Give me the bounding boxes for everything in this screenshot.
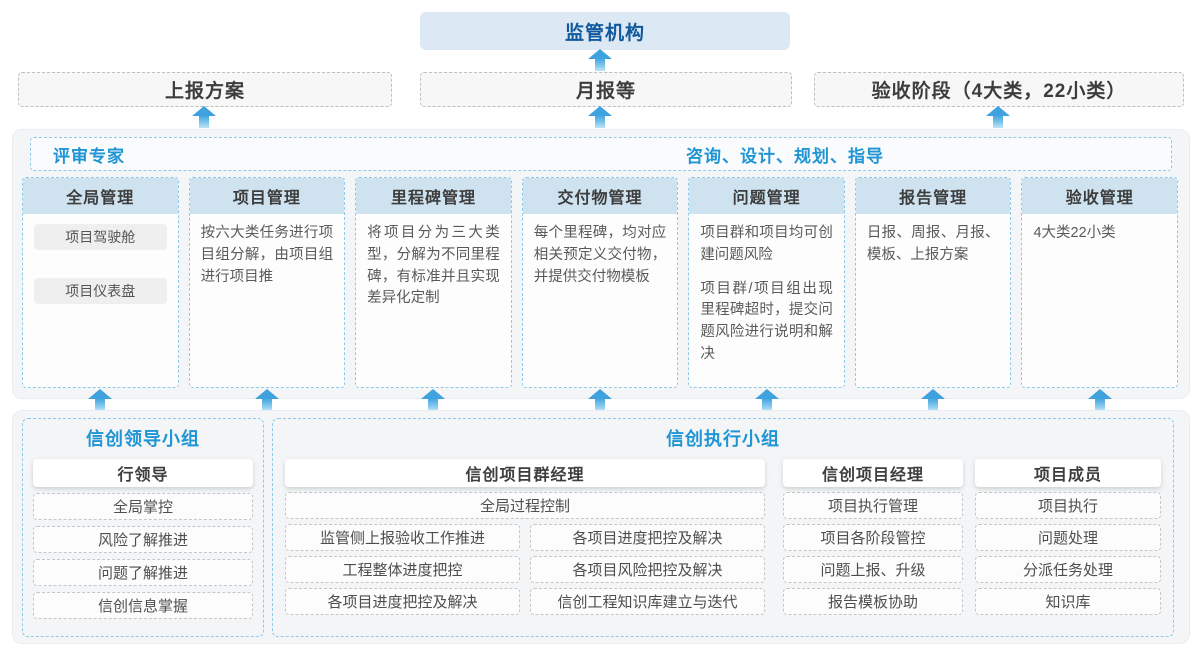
- column-header: 报告管理: [855, 178, 1011, 214]
- column-acceptance-management: 验收管理 4大类22小类: [1021, 177, 1179, 388]
- consulting-title: 咨询、设计、规划、指导: [686, 146, 884, 166]
- role-bank-leadership: 行领导: [33, 459, 253, 487]
- duty-item: 信创信息掌握: [33, 592, 253, 619]
- column-header: 全局管理: [23, 178, 178, 214]
- up-arrow-icon: [88, 389, 112, 411]
- duty-item: 各项目风险把控及解决: [530, 556, 765, 583]
- exec-group-title: 信创执行小组: [666, 429, 780, 449]
- column-global-management: 全局管理 项目驾驶舱 项目仪表盘: [22, 177, 179, 388]
- duty-item: 报告模板协助: [783, 588, 963, 615]
- duty-item: 各项目进度把控及解决: [530, 524, 765, 551]
- duty-item: 知识库: [975, 588, 1161, 615]
- up-arrow-icon: [588, 106, 612, 128]
- leader-group-title: 信创领导小组: [86, 429, 200, 449]
- column-report-management: 报告管理 日报、周报、月报、模板、上报方案: [854, 177, 1012, 388]
- up-arrow-icon: [588, 49, 612, 71]
- duty-item: 各项目进度把控及解决: [285, 588, 520, 615]
- up-arrow-icon: [921, 389, 945, 411]
- up-arrow-icon: [755, 389, 779, 411]
- duty-item: 项目执行管理: [783, 492, 963, 519]
- column-header: 问题管理: [689, 178, 844, 214]
- channel-report-plan: 上报方案: [18, 72, 392, 107]
- column-project-management: 项目管理 按六大类任务进行项目组分解，由项目组进行项目推: [188, 177, 346, 388]
- channel-label: 月报等: [575, 81, 636, 102]
- up-arrow-icon: [588, 389, 612, 411]
- column-deliverable-management: 交付物管理 每个里程碑，均对应相关预定义交付物，并提供交付物模板: [521, 177, 679, 388]
- duty-item: 全局掌控: [33, 493, 253, 520]
- column-header: 项目管理: [189, 178, 345, 214]
- column-text: 项目群/项目组出现里程碑超时，提交问题风险进行说明和解决: [700, 280, 833, 362]
- column-text: 将项目分为三大类型，分解为不同里程碑，有标准并且实现差异化定制: [367, 225, 500, 307]
- duty-item: 全局过程控制: [285, 492, 765, 519]
- duty-item: 工程整体进度把控: [285, 556, 520, 583]
- column-header: 里程碑管理: [356, 178, 511, 214]
- up-arrow-icon: [421, 389, 445, 411]
- channel-monthly-report: 月报等: [420, 72, 792, 107]
- duty-item: 问题了解推进: [33, 559, 253, 586]
- duty-item: 问题上报、升级: [783, 556, 963, 583]
- channel-label: 上报方案: [164, 81, 245, 102]
- chip-project-cockpit: 项目驾驶舱: [34, 224, 167, 250]
- duty-item: 问题处理: [975, 524, 1161, 551]
- column-header: 验收管理: [1022, 178, 1178, 214]
- regulator-label: 监管机构: [564, 22, 645, 44]
- up-arrow-icon: [192, 106, 216, 128]
- up-arrow-icon: [986, 106, 1010, 128]
- column-text: 每个里程碑，均对应相关预定义交付物，并提供交付物模板: [533, 225, 667, 285]
- leader-group-box: 信创领导小组 行领导 全局掌控 风险了解推进 问题了解推进 信创信息掌握: [22, 418, 264, 637]
- channel-label: 验收阶段（4大类，22小类）: [871, 81, 1127, 102]
- up-arrow-icon: [255, 389, 279, 411]
- exec-group-box: 信创执行小组 信创项目群经理 全局过程控制 监管侧上报验收工作推进 各项目进度把…: [272, 418, 1174, 637]
- column-milestone-management: 里程碑管理 将项目分为三大类型，分解为不同里程碑，有标准并且实现差异化定制: [355, 177, 512, 388]
- chip-project-dashboard: 项目仪表盘: [34, 278, 167, 304]
- duty-item: 项目各阶段管控: [783, 524, 963, 551]
- column-issue-management: 问题管理 项目群和项目均可创建问题风险 项目群/项目组出现里程碑超时，提交问题风…: [688, 177, 845, 388]
- duty-item: 风险了解推进: [33, 526, 253, 553]
- duty-item: 监管侧上报验收工作推进: [285, 524, 520, 551]
- regulator-box: 监管机构: [420, 12, 790, 50]
- program-manager-column: 信创项目群经理 全局过程控制 监管侧上报验收工作推进 各项目进度把控及解决 工程…: [285, 459, 765, 615]
- column-header: 交付物管理: [522, 178, 678, 214]
- channel-acceptance-stage: 验收阶段（4大类，22小类）: [814, 72, 1184, 107]
- duty-item: 信创工程知识库建立与迭代: [530, 588, 765, 615]
- up-arrow-icon: [1088, 389, 1112, 411]
- role-project-manager: 信创项目经理: [783, 459, 963, 487]
- role-program-manager: 信创项目群经理: [285, 459, 765, 487]
- column-text: 4大类22小类: [1033, 225, 1116, 241]
- column-text: 按六大类任务进行项目组分解，由项目组进行项目推: [200, 225, 334, 285]
- project-member-column: 项目成员 项目执行 问题处理 分派任务处理 知识库: [975, 459, 1161, 615]
- column-text: 项目群和项目均可创建问题风险: [700, 225, 833, 263]
- role-project-member: 项目成员: [975, 459, 1161, 487]
- project-manager-column: 信创项目经理 项目执行管理 项目各阶段管控 问题上报、升级 报告模板协助: [783, 459, 963, 615]
- management-columns: 全局管理 项目驾驶舱 项目仪表盘 项目管理 按六大类任务进行项目组分解，由项目组…: [22, 177, 1179, 388]
- column-text: 日报、周报、月报、模板、上报方案: [866, 225, 1000, 263]
- experts-band: 评审专家 咨询、设计、规划、指导: [30, 137, 1172, 171]
- experts-title: 评审专家: [53, 146, 125, 166]
- duty-item: 项目执行: [975, 492, 1161, 519]
- duty-item: 分派任务处理: [975, 556, 1161, 583]
